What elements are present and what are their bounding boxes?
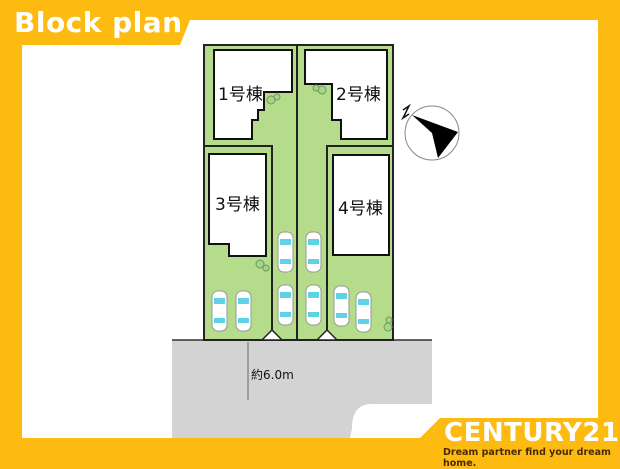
buildings	[208, 49, 390, 257]
car-icon	[355, 291, 372, 333]
building-4	[332, 154, 390, 256]
car-icon	[305, 284, 322, 326]
building-1	[213, 49, 293, 140]
car-icon	[277, 284, 294, 326]
car-icon	[305, 231, 322, 273]
tree-icons	[255, 84, 393, 332]
road-width-label: 約6.0m	[251, 368, 294, 382]
lot-label-1: 1号棟	[218, 85, 263, 105]
car-icon	[235, 290, 252, 332]
lot-label-4: 4号棟	[338, 199, 383, 219]
car-icon	[211, 290, 228, 332]
building-2	[304, 49, 388, 140]
car-icon	[333, 285, 350, 327]
brand-logo: CENTURY21	[444, 418, 620, 448]
brand-tagline: Dream partner find your dream home.	[443, 447, 611, 469]
north-arrow-icon	[401, 103, 460, 161]
building-3	[208, 153, 267, 257]
page-title: Block plan	[14, 6, 183, 39]
lot-label-3: 3号棟	[215, 195, 260, 215]
car-icon	[277, 231, 294, 273]
lot-label-2: 2号棟	[336, 85, 381, 105]
parking-cars	[211, 231, 372, 333]
road	[172, 340, 432, 438]
